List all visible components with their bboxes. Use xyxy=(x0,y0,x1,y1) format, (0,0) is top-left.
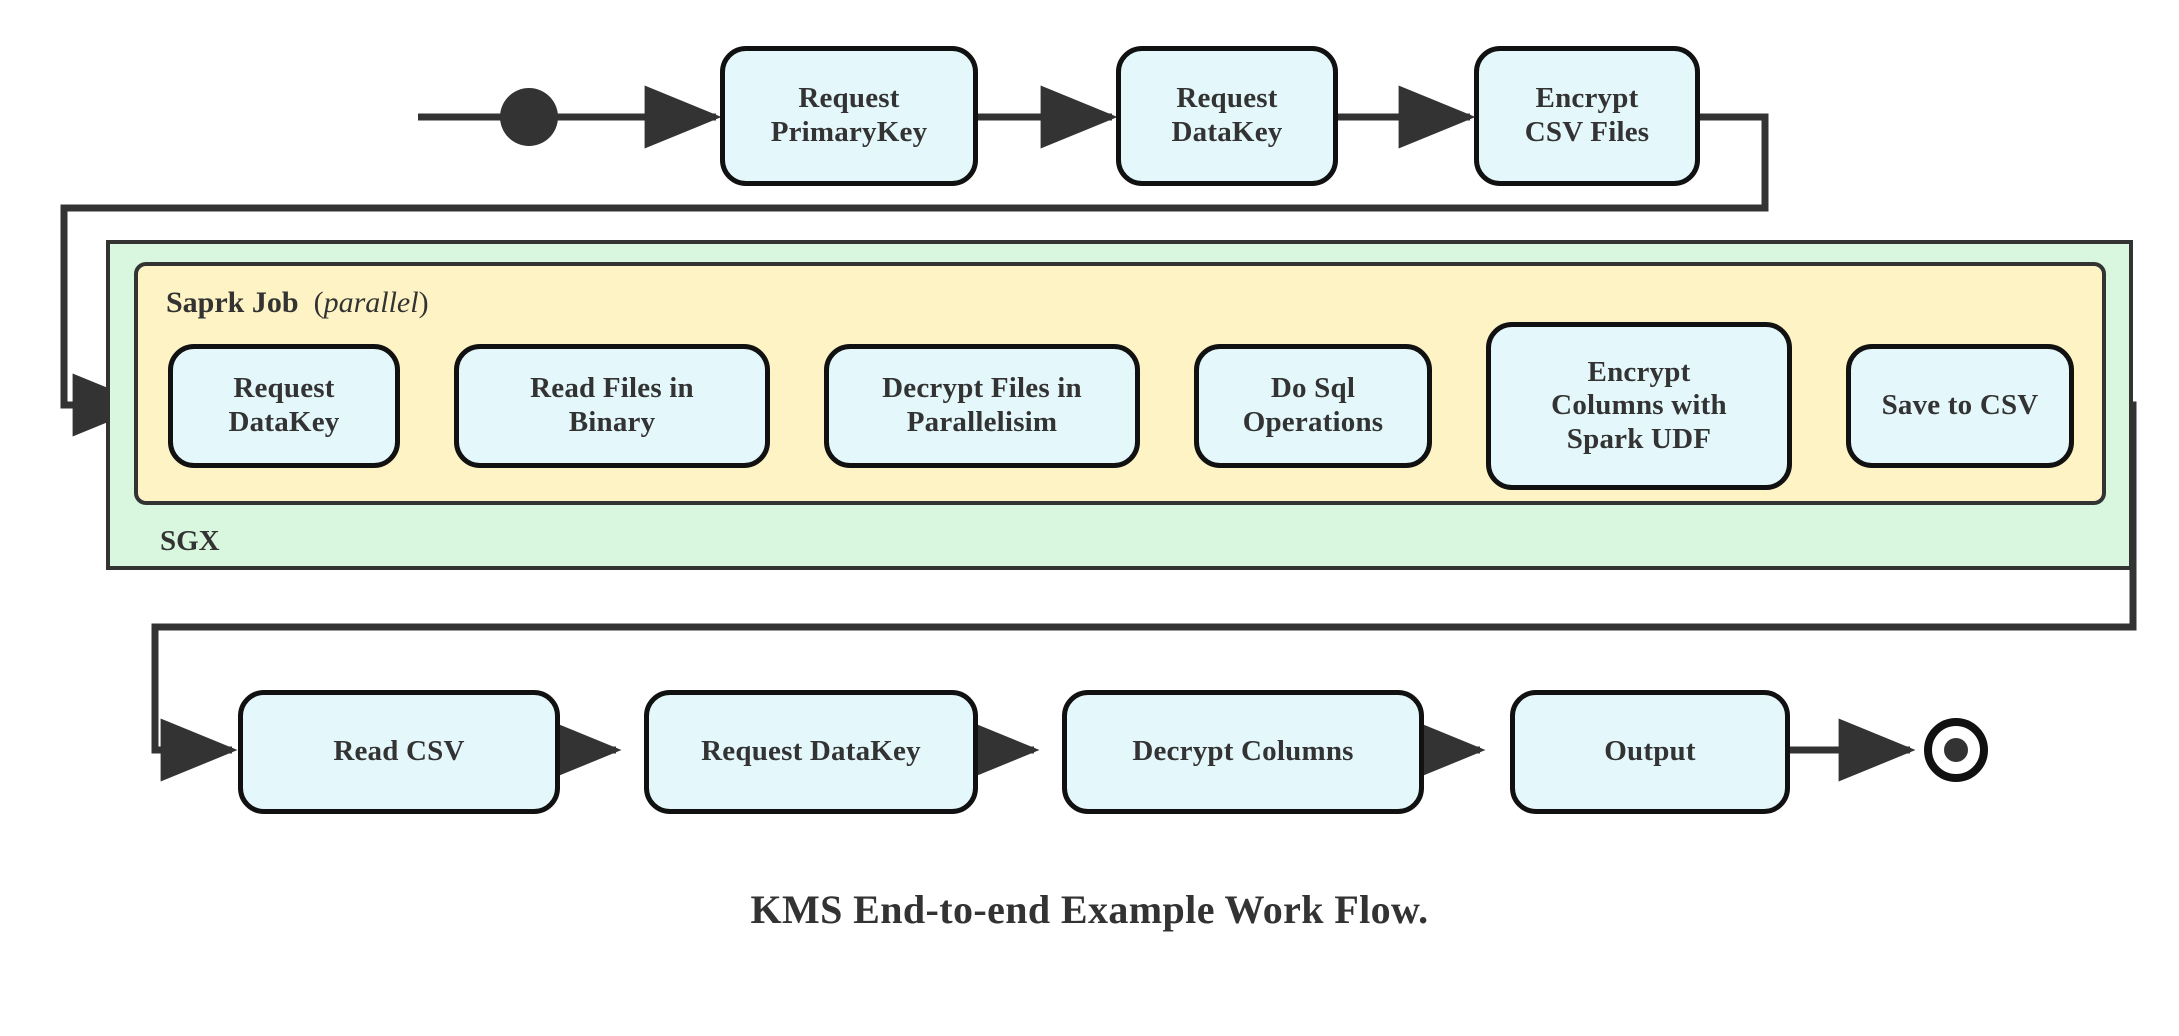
node-request-datakey-bottom[interactable]: Request DataKey xyxy=(644,690,978,814)
node-do-sql-operations[interactable]: Do Sql Operations xyxy=(1194,344,1432,468)
node-decrypt-columns[interactable]: Decrypt Columns xyxy=(1062,690,1424,814)
node-output[interactable]: Output xyxy=(1510,690,1790,814)
node-label: Encrypt Columns with Spark UDF xyxy=(1551,355,1727,455)
node-label: Decrypt Files in Parallelisim xyxy=(882,372,1082,438)
node-read-csv[interactable]: Read CSV xyxy=(238,690,560,814)
node-label: Encrypt CSV Files xyxy=(1524,82,1650,148)
node-decrypt-files-in-parallelisim[interactable]: Decrypt Files in Parallelisim xyxy=(824,344,1140,468)
group-spark-job-label: Saprk Job (parallel) xyxy=(166,286,429,319)
node-encrypt-columns-with-spark-udf[interactable]: Encrypt Columns with Spark UDF xyxy=(1486,322,1792,490)
final-node-icon xyxy=(1924,718,1988,782)
node-label: Request DataKey xyxy=(1171,82,1283,148)
node-request-datakey-spark[interactable]: Request DataKey xyxy=(168,344,400,468)
node-label: Do Sql Operations xyxy=(1242,372,1384,438)
node-label: Save to CSV xyxy=(1881,389,2039,422)
node-save-to-csv[interactable]: Save to CSV xyxy=(1846,344,2074,468)
diagram-caption: KMS End-to-end Example Work Flow. xyxy=(750,887,1429,932)
node-label: Read CSV xyxy=(333,735,465,768)
group-sgx-label: SGX xyxy=(160,525,220,557)
node-label: Read Files in Binary xyxy=(530,372,694,438)
node-request-datakey-top[interactable]: Request DataKey xyxy=(1116,46,1338,186)
node-label: Decrypt Columns xyxy=(1132,735,1354,768)
start-node-icon xyxy=(500,88,558,146)
node-read-files-in-binary[interactable]: Read Files in Binary xyxy=(454,344,770,468)
node-label: Output xyxy=(1604,735,1696,768)
node-label: Request DataKey xyxy=(228,372,340,438)
node-request-primarykey[interactable]: Request PrimaryKey xyxy=(720,46,978,186)
node-label: Request PrimaryKey xyxy=(770,82,928,148)
node-encrypt-csv-files[interactable]: Encrypt CSV Files xyxy=(1474,46,1700,186)
final-node-inner-dot xyxy=(1944,738,1968,762)
node-label: Request DataKey xyxy=(701,735,921,768)
